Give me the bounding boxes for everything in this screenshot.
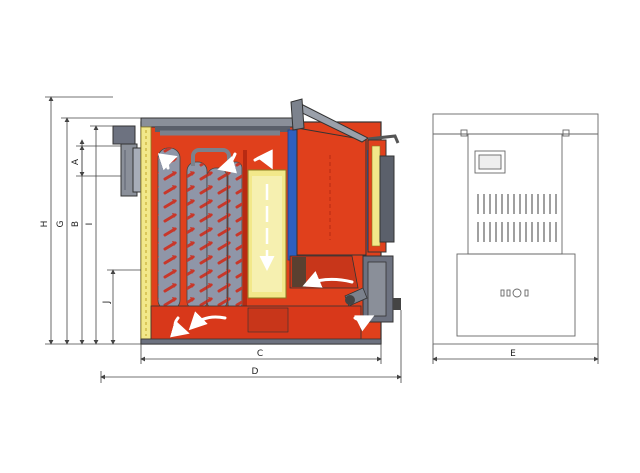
- vertical-dimension-labels: H G B I A J: [40, 158, 112, 304]
- horizontal-dimension-labels: C D E: [252, 349, 517, 377]
- heat-exchanger-tubes: [157, 147, 243, 311]
- airflow-arrows: [157, 149, 375, 338]
- dim-label-b: B: [71, 221, 81, 227]
- dim-label-j: J: [102, 301, 112, 305]
- vent-slots: [477, 194, 557, 242]
- front-controls: [500, 288, 529, 298]
- front-outline: [432, 113, 599, 345]
- dim-label-e: E: [510, 349, 516, 359]
- front-door: [367, 139, 395, 253]
- dim-label-a: A: [71, 158, 81, 165]
- dim-label-g: G: [56, 220, 66, 227]
- front-view: [432, 113, 599, 345]
- dim-label-d: D: [252, 367, 259, 377]
- side-view: [112, 98, 401, 345]
- lower-panel: [456, 253, 576, 337]
- blue-insulation-strip: [287, 129, 298, 261]
- top-casing: [140, 117, 302, 128]
- fuel-hopper: [290, 98, 400, 256]
- dim-label-i: I: [85, 223, 95, 226]
- ash-door: [362, 255, 401, 323]
- dim-label-h: H: [40, 221, 50, 228]
- horizontal-dimensions: [100, 310, 599, 383]
- flue-pipe: [112, 125, 148, 197]
- vertical-dimensions: [45, 96, 141, 345]
- control-display: [474, 150, 506, 174]
- dim-label-c: C: [257, 349, 263, 359]
